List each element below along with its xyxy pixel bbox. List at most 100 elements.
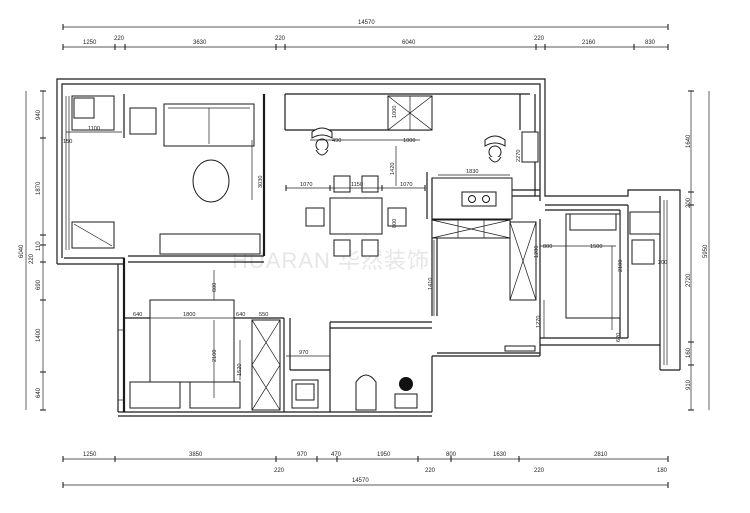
dim-inner: 1410 <box>428 278 434 290</box>
dim-left-seg: 690 <box>36 279 42 290</box>
dim-left-seg: 220 <box>29 253 35 264</box>
dim-inner: 1150 <box>351 182 363 188</box>
burner <box>468 195 476 203</box>
dim-inner: 2100 <box>212 350 218 362</box>
dim-bottom-seg: 970 <box>297 452 308 458</box>
bottom-dimensions: 1250 3850 970 470 1950 800 1630 2810 220… <box>62 452 669 488</box>
dim-inner: 620 <box>616 333 622 342</box>
burner <box>482 195 490 203</box>
dim-inner: 1280 <box>534 246 540 258</box>
dim-inner: 200 <box>658 260 667 266</box>
dim-inner: 800 <box>392 219 398 228</box>
bench <box>189 381 241 409</box>
interior-dimensions: 1100 150 3030 490 1000 1000 1070 1150 10… <box>63 106 667 398</box>
dim-top-seg: 220 <box>534 36 545 42</box>
dim-inner: 1070 <box>400 182 412 188</box>
bed <box>149 299 235 383</box>
dim-bottom-seg: 3850 <box>189 452 203 458</box>
stove <box>461 191 497 207</box>
pillow <box>569 213 617 231</box>
dim-bottom-total: 14570 <box>352 478 369 484</box>
dim-inner: 1270 <box>536 316 542 328</box>
dim-inner: 970 <box>299 350 308 356</box>
dim-bottom-seg: 1250 <box>83 452 97 458</box>
dim-inner: 2100 <box>618 260 624 272</box>
dining-chair <box>333 175 351 193</box>
floor-drain <box>399 377 413 391</box>
left-dimensions: 6040 940 1870 110 220 690 1400 640 <box>19 90 46 411</box>
washbasin <box>73 97 95 119</box>
dim-inner: 640 <box>133 312 142 318</box>
dining-chair <box>387 207 407 227</box>
dim-inner: 1500 <box>590 244 602 250</box>
wardrobe <box>251 319 281 411</box>
dim-bottom-seg: 470 <box>331 452 342 458</box>
shower-tray <box>394 393 418 409</box>
dim-inner: 600 <box>212 283 218 292</box>
nightstand <box>129 381 181 409</box>
basin-bowl <box>295 383 315 401</box>
dining-chair <box>333 239 351 257</box>
dim-inner: 550 <box>259 312 268 318</box>
dim-top-seg: 3630 <box>193 40 207 46</box>
right-dimensions: 1640 200 2720 160 910 5950 <box>686 90 710 411</box>
dim-inner: 640 <box>236 312 245 318</box>
dim-right-total: 5950 <box>703 244 709 258</box>
dining-table <box>329 197 383 235</box>
dim-top-total: 14570 <box>358 20 375 26</box>
dim-inner: 150 <box>63 139 72 145</box>
dim-left-seg: 110 <box>36 241 42 251</box>
dim-inner: 490 <box>332 138 341 144</box>
dim-inner: 1000 <box>403 138 415 144</box>
tv-cabinet <box>159 233 261 255</box>
dim-right-seg: 160 <box>686 347 692 358</box>
dim-right-seg: 910 <box>686 379 692 390</box>
watermark: HUARAN 华然装饰 <box>232 248 430 273</box>
dim-inner: 1000 <box>392 106 398 118</box>
dim-left-total: 6040 <box>19 244 25 258</box>
dining-chair <box>361 239 379 257</box>
nightstand <box>631 239 655 265</box>
dim-top-seg: 220 <box>275 36 286 42</box>
dining-chair <box>361 175 379 193</box>
dim-left-seg: 1870 <box>36 181 42 195</box>
dim-inner: 1830 <box>466 169 478 175</box>
dim-right-seg: 200 <box>686 197 692 208</box>
dim-inner: 800 <box>543 244 552 250</box>
dim-left-seg: 1400 <box>36 328 42 342</box>
dim-top-seg: 1250 <box>83 40 97 46</box>
toilet <box>355 374 377 411</box>
dim-top-seg: 220 <box>114 36 125 42</box>
dim-bottom-seg: 800 <box>446 452 457 458</box>
dim-top-seg: 6040 <box>402 40 416 46</box>
dim-inner: 2270 <box>516 150 522 162</box>
side-table <box>129 107 157 135</box>
kitchen-sink <box>521 131 539 163</box>
dim-inner: 1070 <box>300 182 312 188</box>
walls <box>56 78 681 417</box>
dim-bottom-seg-b: 180 <box>657 468 668 474</box>
dim-inner: 3030 <box>258 176 264 188</box>
dining-chair <box>305 207 325 227</box>
window-mark <box>504 345 536 352</box>
dim-bottom-seg-b: 220 <box>274 468 285 474</box>
person-icon <box>484 135 506 163</box>
dim-left-seg: 940 <box>36 109 42 120</box>
dim-bottom-seg: 1950 <box>377 452 391 458</box>
furniture <box>71 95 661 411</box>
dim-bottom-seg: 1630 <box>493 452 507 458</box>
dim-top-seg: 2160 <box>582 40 596 46</box>
desk <box>629 211 661 235</box>
dim-bottom-seg: 2810 <box>594 452 608 458</box>
dim-left-seg: 640 <box>36 387 42 398</box>
coffee-table <box>192 159 230 203</box>
dim-inner: 1420 <box>390 163 396 175</box>
dim-right-seg: 2720 <box>686 273 692 287</box>
dim-top-seg: 830 <box>645 40 656 46</box>
dim-inner: 1520 <box>237 364 243 376</box>
dim-bottom-seg-b: 220 <box>425 468 436 474</box>
dim-inner: 1100 <box>88 126 100 132</box>
dim-right-seg: 1640 <box>686 134 692 148</box>
dim-inner: 1800 <box>183 312 195 318</box>
